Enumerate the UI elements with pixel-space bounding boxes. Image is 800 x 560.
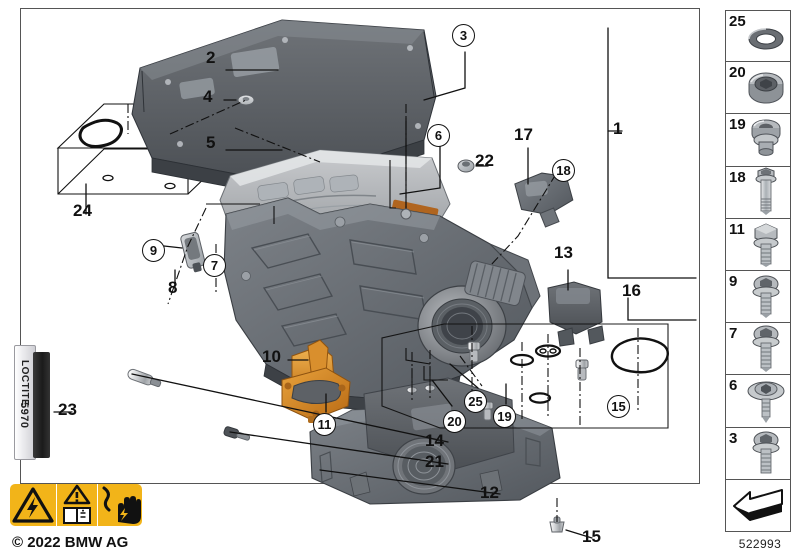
legend-number-19: 19 xyxy=(729,116,746,134)
legend-number-9: 9 xyxy=(729,272,738,290)
fastener-legend-sidebar: 25 20 19 xyxy=(725,10,791,532)
legend-item-3[interactable]: 3 xyxy=(725,427,791,480)
legend-item-7[interactable]: 7 xyxy=(725,323,791,376)
callout-circle-11-text: 11 xyxy=(317,417,332,432)
callout-circle-25-text: 25 xyxy=(468,394,483,409)
callout-circle-7: 7 xyxy=(203,254,226,277)
legend-item-direction xyxy=(725,479,791,532)
legend-item-19[interactable]: 19 xyxy=(725,114,791,167)
legend-item-11[interactable]: 11 xyxy=(725,218,791,271)
callout-label-10: 10 xyxy=(262,347,281,366)
callout-label-22: 22 xyxy=(475,151,494,170)
callout-circle-19: 19 xyxy=(493,405,516,428)
sealant-tube-cap xyxy=(33,352,50,458)
sealant-brand-text: LOCTITE xyxy=(19,360,30,407)
hex-flange-bolt-icon xyxy=(753,223,779,267)
torx-flange-bolt-long-icon xyxy=(752,325,780,373)
callout-label-17: 17 xyxy=(514,125,533,144)
callout-circle-6-text: 6 xyxy=(434,128,443,143)
callout-circle-3: 3 xyxy=(452,24,475,47)
callout-circle-19-text: 19 xyxy=(497,409,512,424)
legend-number-18: 18 xyxy=(729,168,746,186)
legend-item-6[interactable]: 6 xyxy=(725,375,791,428)
electric-shock-hand-icon xyxy=(98,484,142,526)
warning-label-group xyxy=(10,484,142,526)
callout-circle-9: 9 xyxy=(142,239,165,262)
callout-label-24: 24 xyxy=(73,201,92,220)
sealing-ring-icon xyxy=(748,28,784,50)
legend-item-18[interactable]: 18 xyxy=(725,166,791,219)
drain-plug-icon xyxy=(751,119,781,157)
callout-circle-18-text: 18 xyxy=(556,163,571,178)
legend-number-20: 20 xyxy=(729,64,746,82)
torx-flange-bolt-icon xyxy=(752,275,780,318)
legend-item-25[interactable]: 25 xyxy=(725,10,791,63)
callout-label-23: 23 xyxy=(58,400,77,419)
callout-label-14: 14 xyxy=(425,431,444,450)
callout-circle-11: 11 xyxy=(313,413,336,436)
callout-circle-20-text: 20 xyxy=(447,414,462,429)
callout-label-12: 12 xyxy=(480,483,499,502)
torx-flange-bolt-short-icon xyxy=(752,431,780,473)
legend-number-11: 11 xyxy=(729,220,745,238)
copyright-text: © 2022 BMW AG xyxy=(12,534,129,551)
legend-item-9[interactable]: 9 xyxy=(725,270,791,324)
direction-arrow-icon xyxy=(733,488,783,521)
legend-number-25: 25 xyxy=(729,13,746,30)
callout-label-2: 2 xyxy=(206,48,216,67)
assembly-artwork xyxy=(53,19,697,539)
sealant-product-label: 5970 xyxy=(14,402,34,452)
read-manual-warning-icon xyxy=(57,484,97,526)
legend-number-6: 6 xyxy=(729,377,738,395)
callout-label-21: 21 xyxy=(425,452,444,471)
callout-label-16: 16 xyxy=(622,281,641,300)
hex-socket-plug-icon xyxy=(748,72,784,104)
callout-circle-15: 15 xyxy=(607,395,630,418)
callout-circle-15-text: 15 xyxy=(611,399,626,414)
callout-label-1: 1 xyxy=(613,119,623,138)
long-flange-bolt-icon xyxy=(755,167,777,215)
diagram-id-text: 522993 xyxy=(738,537,782,551)
callout-label-5: 5 xyxy=(206,133,216,152)
callout-circle-7-text: 7 xyxy=(210,258,219,273)
callout-circle-6: 6 xyxy=(427,124,450,147)
high-voltage-warning-icon xyxy=(10,484,56,526)
callout-circle-3-text: 3 xyxy=(459,28,468,43)
legend-number-7: 7 xyxy=(729,325,738,343)
callout-label-8: 8 xyxy=(168,278,178,297)
washer-head-screw-icon xyxy=(747,381,785,424)
callout-circle-25: 25 xyxy=(464,390,487,413)
callout-label-15: 15 xyxy=(582,527,601,546)
callout-circle-20: 20 xyxy=(443,410,466,433)
legend-number-3: 3 xyxy=(729,429,738,447)
callout-circle-18: 18 xyxy=(552,159,575,182)
callout-circle-9-text: 9 xyxy=(149,243,158,258)
callout-label-13: 13 xyxy=(554,243,573,262)
legend-item-20[interactable]: 20 xyxy=(725,62,791,115)
callout-label-4: 4 xyxy=(203,87,213,106)
sealant-product-text: 5970 xyxy=(18,402,30,429)
